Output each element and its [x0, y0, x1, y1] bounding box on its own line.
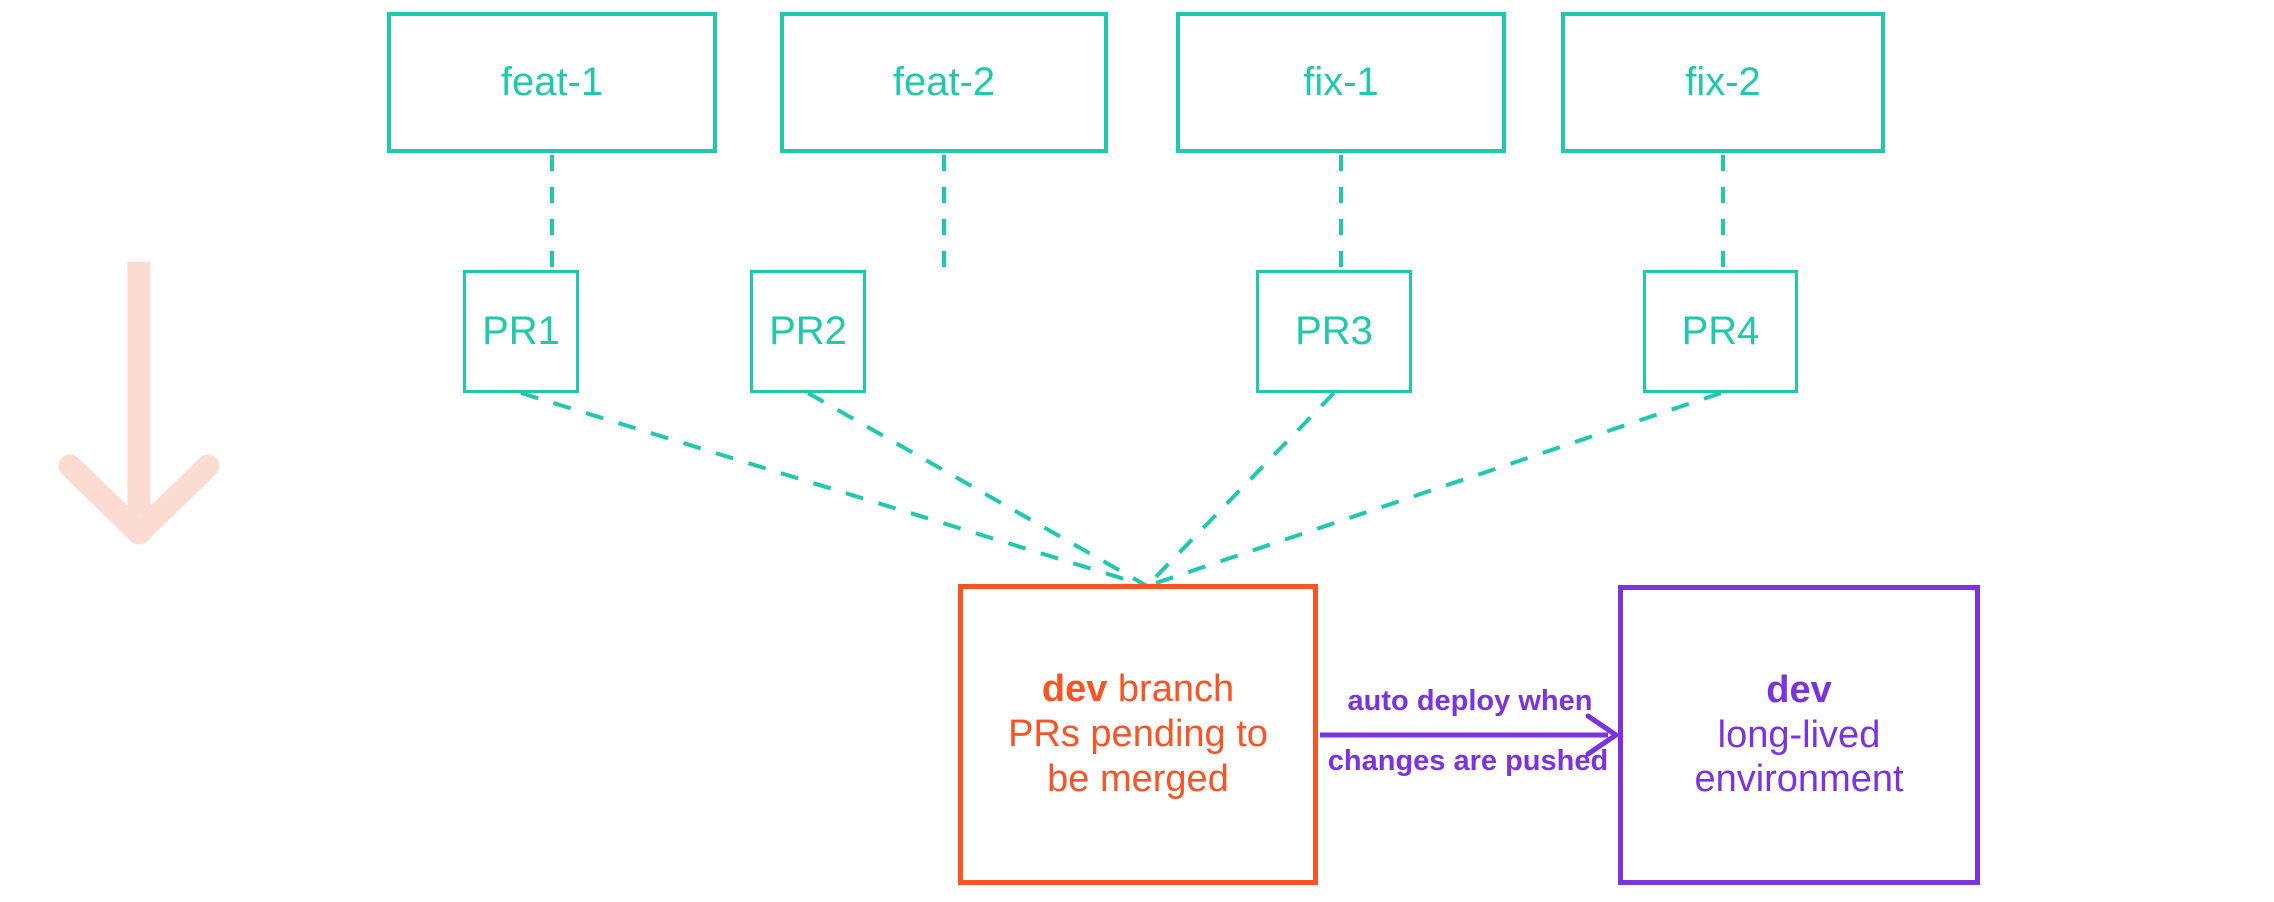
dev-environment-subtitle-line-2: environment [1694, 758, 1904, 801]
branch-box-fix-2[interactable]: fix-2 [1561, 12, 1885, 153]
pr-box-pr4[interactable]: PR4 [1643, 270, 1798, 393]
connector-pr2-dev [807, 391, 1148, 588]
branch-box-feat-1[interactable]: feat-1 [387, 12, 717, 153]
dev-branch-title: dev branch [1042, 667, 1234, 712]
branch-label: fix-2 [1685, 60, 1761, 104]
dev-branch-title-bold: dev [1041, 668, 1108, 711]
connector-pr1-dev [520, 391, 1148, 588]
connector-pr4-dev [1146, 391, 1722, 588]
branch-label: feat-2 [892, 60, 996, 104]
pr-label: PR3 [1295, 309, 1373, 353]
dev-branch-subtitle-line-2: be merged [1047, 757, 1229, 800]
pr-label: PR4 [1681, 309, 1760, 353]
branch-box-feat-2[interactable]: feat-2 [780, 12, 1108, 153]
dev-branch-box[interactable]: dev branch PRs pending to be merged [958, 584, 1318, 885]
branch-box-fix-1[interactable]: fix-1 [1176, 12, 1506, 153]
dev-environment-box[interactable]: dev long-lived environment [1618, 585, 1980, 885]
dev-environment-subtitle-line-1: long-lived [1717, 713, 1881, 756]
dev-branch-subtitle-line-1: PRs pending to [1008, 713, 1268, 756]
pr-box-pr3[interactable]: PR3 [1256, 270, 1412, 393]
pr-label: PR2 [769, 309, 847, 353]
downward-flow-arrow [58, 262, 220, 545]
pr-label: PR1 [482, 309, 560, 353]
branch-label: feat-1 [500, 60, 604, 104]
dev-environment-title: dev [1766, 668, 1832, 711]
connector-pr3-dev [1145, 391, 1336, 588]
pr-box-pr1[interactable]: PR1 [463, 270, 579, 393]
branch-to-pr-connectors [550, 155, 1725, 270]
dev-branch-title-rest: branch [1107, 668, 1235, 711]
pr-box-pr2[interactable]: PR2 [750, 270, 866, 393]
pr-to-dev-connectors [520, 391, 1722, 588]
branch-label: fix-1 [1303, 60, 1379, 104]
deploy-edge-label-below: changes are pushed [1327, 745, 1609, 777]
deploy-edge-label-above: auto deploy when [1347, 685, 1593, 717]
